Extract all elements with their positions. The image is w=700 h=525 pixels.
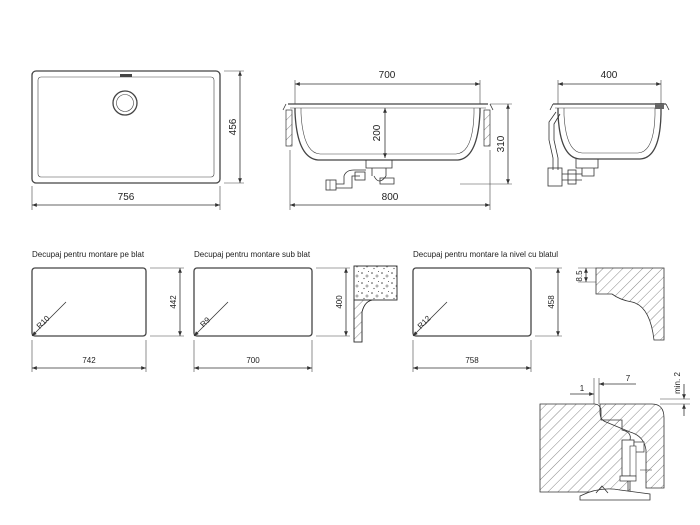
cutout-overmount-outline (31, 267, 147, 337)
radius-overmount: R10 (35, 313, 52, 330)
side-trap (547, 167, 563, 187)
countertop-speckle (353, 265, 398, 301)
dim-flush-rebate: 8.5 (575, 270, 584, 282)
siphon-pipe (336, 169, 366, 185)
radius-leader-undermount (193, 301, 229, 337)
drain-inner (116, 94, 134, 112)
front-bowl-outer (294, 108, 481, 161)
side-view: 400 (547, 70, 670, 187)
dim-overmount-height: 442 (169, 295, 178, 309)
dim-top-width: 756 (118, 192, 135, 203)
bowl-outline (37, 76, 215, 178)
cutout-flush: Decupaj pentru montare la nivel cu blatu… (412, 250, 665, 372)
radius-leader-flush (412, 301, 448, 337)
siphon-outlet (325, 179, 337, 191)
drain-outer (112, 90, 138, 116)
detail-sink-rim (599, 403, 665, 489)
cutout-overmount: Decupaj pentru montare pe blat R10 742 4… (31, 250, 184, 372)
dim-undermount-height: 400 (335, 295, 344, 309)
dim-detail-c: min. 2 (673, 372, 682, 394)
radius-flush: R12 (416, 313, 433, 330)
front-view: 700 200 310 800 (282, 70, 512, 210)
side-bowl-outer (557, 108, 662, 160)
dim-flush-height: 458 (547, 295, 556, 309)
cutout-flush-outline (412, 267, 532, 337)
dim-bowl-depth: 200 (372, 124, 383, 141)
flush-section (595, 267, 665, 341)
dim-side-width: 400 (601, 70, 618, 81)
dim-detail-a: 1 (580, 384, 585, 393)
top-view: 756 456 (31, 70, 244, 210)
clip-left (285, 109, 293, 147)
mounting-detail: 1 7 min. 2 (539, 372, 690, 501)
sink-outline (31, 70, 221, 184)
dim-detail-b: 7 (626, 374, 631, 383)
radius-undermount: R9 (198, 315, 212, 329)
dim-top-depth: 456 (228, 118, 239, 135)
overflow-pipe (548, 111, 557, 170)
caption-flush: Decupaj pentru montare la nivel cu blatu… (413, 250, 558, 259)
clip-right (483, 109, 491, 147)
drain-body (365, 160, 393, 169)
caption-undermount: Decupaj pentru montare sub blat (194, 250, 311, 259)
dim-front-height: 310 (496, 135, 507, 152)
radius-leader-overmount (31, 301, 67, 337)
dim-overmount-width: 742 (82, 356, 96, 365)
cutout-undermount-outline (193, 267, 313, 337)
overflow-slot (120, 74, 132, 77)
dim-undermount-width: 700 (246, 356, 260, 365)
dim-front-outer: 800 (382, 192, 399, 203)
cutout-undermount: Decupaj pentru montare sub blat R9 700 4… (193, 250, 398, 372)
caption-overmount: Decupaj pentru montare pe blat (32, 250, 145, 259)
dim-flush-width: 758 (465, 356, 479, 365)
dim-front-inner: 700 (379, 70, 396, 81)
